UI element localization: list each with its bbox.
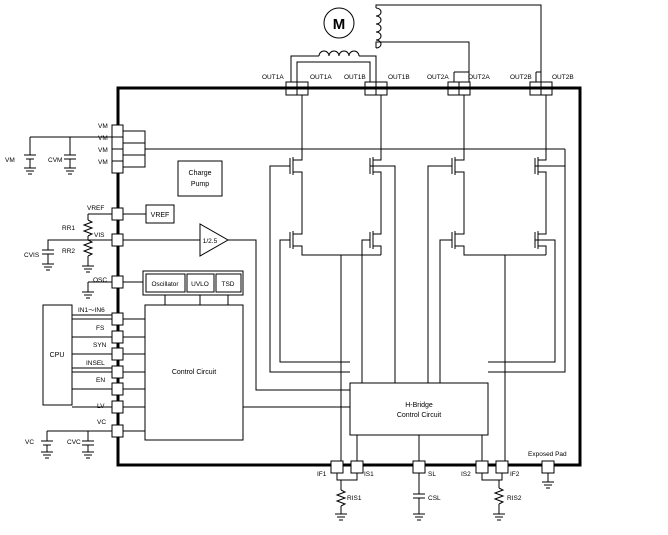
charge-pump-block: [177, 160, 223, 197]
pad-syn: [111, 347, 124, 361]
coil-vertical: [375, 7, 382, 49]
pad-exposed: [541, 460, 555, 474]
pad-fs: [111, 330, 124, 344]
hbridge-label-2: Control Circuit: [397, 412, 441, 419]
coil-horizontal: [318, 50, 360, 57]
label-out1a-inner: OUT1A: [310, 74, 332, 81]
label-sl: SL: [428, 471, 436, 478]
pad-is1: [350, 460, 364, 474]
vref-block-label: VREF: [151, 212, 170, 219]
label-syn: SYN: [93, 342, 107, 349]
cpu-block: [42, 304, 73, 406]
bridge-1-mosfets: [269, 95, 396, 435]
pad-insel: [111, 365, 124, 379]
label-in1-in6: IN1～IN6: [78, 307, 105, 314]
pad-sl: [412, 460, 426, 474]
label-out1b-inner: OUT1B: [388, 74, 410, 81]
label-out2a-outer: OUT2A: [427, 74, 449, 81]
output-pads: OUT1A OUT1A OUT1B OUT1B OUT2A OUT2A OUT2…: [262, 71, 574, 96]
label-cvm: CVM: [48, 157, 62, 164]
oscillator-label: Oscillator: [151, 281, 179, 288]
label-rr1: RR1: [62, 225, 75, 232]
resistor-ris1: [335, 489, 347, 507]
label-osc-pin: OSC: [93, 277, 107, 284]
pad-vm-3: [111, 148, 124, 162]
label-insel: INSEL: [86, 360, 105, 367]
hbridge-control-block: [349, 382, 489, 436]
pad-lv: [111, 400, 124, 414]
label-out1b-outer: OUT1B: [344, 74, 366, 81]
label-exposed-pad: Exposed Pad: [528, 451, 567, 458]
label-vm-1: VM: [98, 123, 108, 130]
label-ris1: RIS1: [347, 495, 362, 502]
divider-amplifier: [199, 223, 230, 257]
label-if1: IF1: [317, 471, 327, 478]
divider-label: 1/2.5: [203, 238, 218, 245]
label-if2: IF2: [510, 471, 520, 478]
label-cvis: CVIS: [24, 252, 40, 259]
pad-vm-4: [111, 160, 124, 174]
resistor-ris2: [493, 487, 505, 505]
label-rr2: RR2: [62, 248, 75, 255]
bottom-pins: IF1 IS1 SL IS2 IF2 Exposed Pad RIS1 CSL: [317, 435, 567, 521]
label-fs: FS: [96, 325, 105, 332]
pad-is2: [475, 460, 489, 474]
uvlo-block: [186, 273, 215, 293]
label-vc-pin: VC: [97, 419, 106, 426]
label-vm-4: VM: [98, 159, 108, 166]
vm-supply: VM VM VM VM VM CVM: [5, 123, 565, 175]
motor-symbol: [323, 7, 355, 39]
label-out2a-inner: OUT2A: [468, 74, 490, 81]
pad-if1: [330, 460, 344, 474]
label-out2b-inner: OUT2B: [552, 74, 574, 81]
charge-pump-label-2: Pump: [191, 181, 209, 188]
pad-en: [111, 382, 124, 396]
label-vm-3: VM: [98, 147, 108, 154]
label-vc-source: VC: [25, 439, 34, 446]
pad-vref: [111, 207, 124, 221]
label-cvc: CVC: [67, 439, 81, 446]
pad-vm-1: [111, 124, 124, 138]
input-pins: IN1～IN6 FS SYN INSEL EN LV: [72, 307, 145, 414]
label-vm-source: VM: [5, 157, 15, 164]
label-vm-2: VM: [98, 135, 108, 142]
label-is1: IS1: [364, 471, 374, 478]
label-csl: CSL: [428, 495, 441, 502]
label-out1a-outer: OUT1A: [262, 74, 284, 81]
control-circuit-label: Control Circuit: [172, 369, 216, 376]
pad-vis: [111, 233, 124, 247]
resistor-rr1: [82, 219, 94, 237]
control-circuit-block: [144, 304, 244, 441]
vref-section: VREF VREF: [87, 204, 175, 224]
tsd-block: [215, 273, 242, 293]
pad-vc: [111, 424, 124, 438]
label-vref-pin: VREF: [87, 205, 104, 212]
vc-section: VC VC CVC: [25, 419, 145, 459]
label-vis-pin: VIS: [94, 232, 105, 239]
label-is2: IS2: [461, 471, 471, 478]
motor-section: M: [290, 4, 542, 72]
uvlo-label: UVLO: [191, 281, 209, 288]
pad-osc: [111, 275, 124, 289]
pad-if2: [495, 460, 509, 474]
resistor-rr2: [82, 239, 94, 257]
oscillator-block: [145, 273, 186, 293]
cpu-label: CPU: [50, 352, 65, 359]
osc-section: OSC Oscillator UVLO TSD: [82, 270, 244, 305]
charge-pump-label-1: Charge: [189, 170, 212, 177]
tsd-label: TSD: [222, 281, 235, 288]
pad-vm-2: [111, 136, 124, 150]
motor-label: M: [333, 16, 346, 33]
label-ris2: RIS2: [507, 495, 522, 502]
bridge-2-mosfets: [427, 95, 566, 435]
label-out2b-outer: OUT2B: [510, 74, 532, 81]
pad-in1-in6: [111, 312, 124, 326]
vis-section: VIS RR1 RR2 CVIS: [24, 214, 200, 273]
hbridge-label-1: H-Bridge: [405, 402, 433, 409]
label-en: EN: [96, 377, 105, 384]
